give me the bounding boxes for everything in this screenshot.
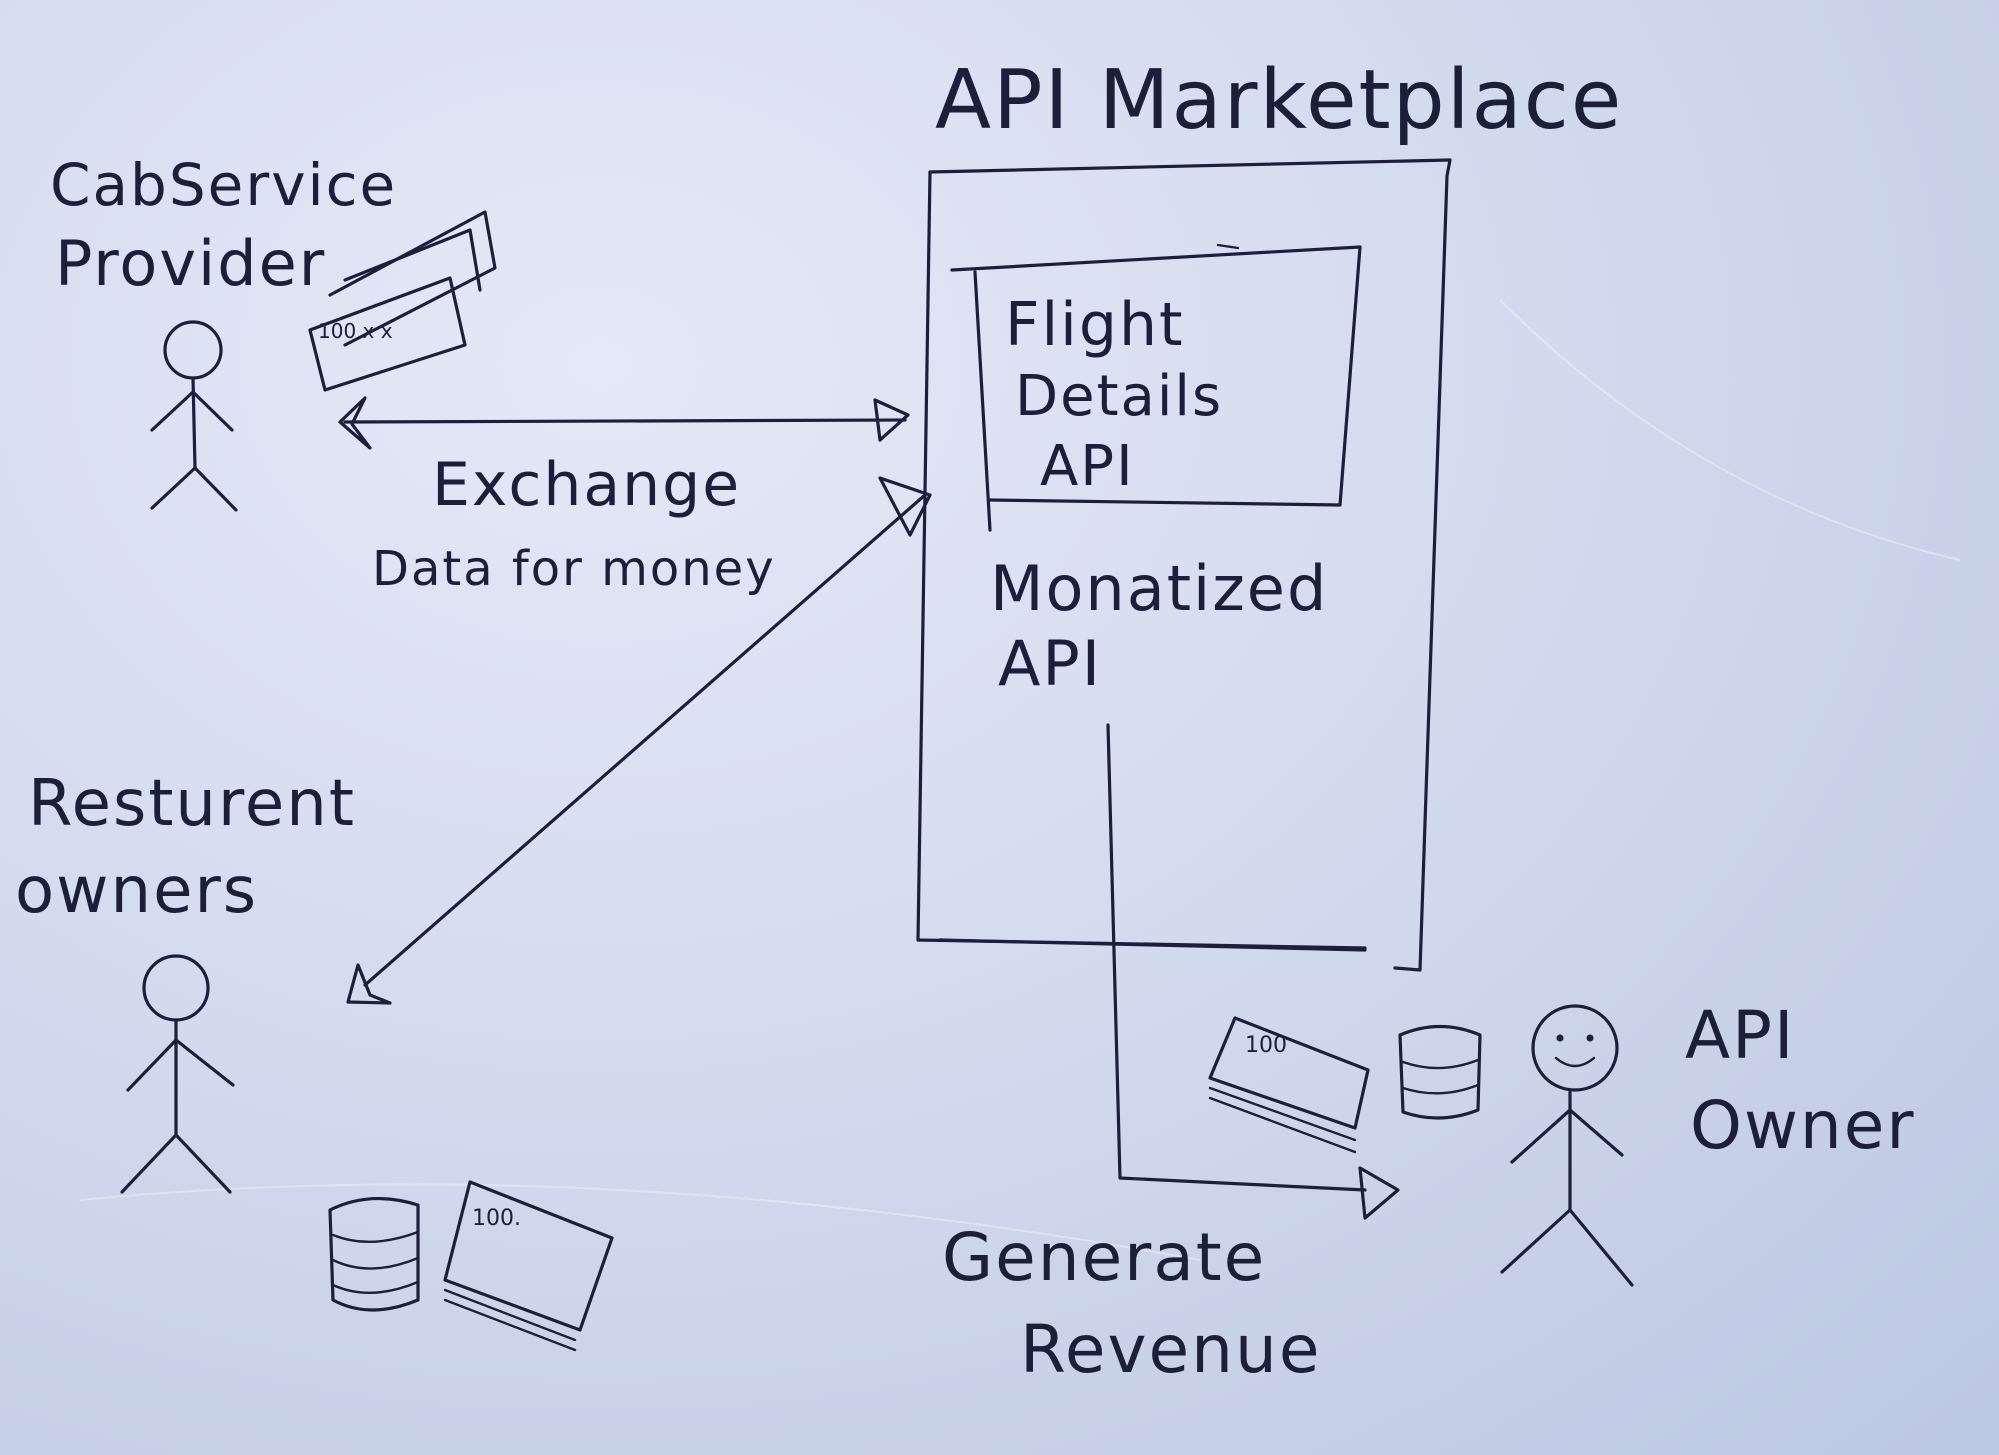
cab-money-icon: 100 x x	[308, 210, 497, 392]
flight-api-line3: API	[1040, 434, 1135, 499]
flight-api-box-left	[973, 270, 992, 532]
restaurant-owners-line1: Resturent	[28, 767, 356, 841]
paper-crease	[79, 1183, 1201, 1261]
restaurant-owner-figure	[120, 954, 235, 1194]
flight-api-box-mark	[1216, 243, 1240, 250]
restaurant-money-icon: 100.	[328, 1180, 614, 1352]
flight-api-line1: Flight	[1005, 290, 1185, 360]
cab-provider-figure	[150, 320, 238, 512]
restaurant-owners-line2: owners	[15, 854, 258, 928]
paper-crease	[1499, 299, 1961, 561]
exchange-line1: Exchange	[432, 450, 741, 520]
marketplace-box-bottom	[938, 938, 1367, 952]
flight-api-line2: Details	[1015, 364, 1223, 429]
restaurant-bill-text: 100.	[472, 1206, 521, 1231]
owner-money-icon: 100	[1208, 1016, 1482, 1154]
marketplace-box-right	[928, 158, 1452, 972]
monetized-api-line1: Monatized	[990, 552, 1328, 625]
api-owner-figure	[1500, 1004, 1634, 1287]
cab-bill-text: 100 x x	[318, 319, 393, 343]
revenue-line2: Revenue	[1020, 1311, 1321, 1388]
cab-provider-line1: CabService	[50, 151, 397, 219]
flight-api-box	[950, 245, 1362, 507]
restaurant-exchange-arrow	[346, 476, 932, 1005]
api-owner-line2: Owner	[1690, 1087, 1916, 1164]
revenue-line1: Generate	[942, 1219, 1266, 1296]
cab-provider-line2: Provider	[55, 227, 326, 300]
exchange-line2: Data for money	[372, 541, 776, 597]
marketplace-title: API Marketplace	[935, 53, 1623, 148]
revenue-arrow	[1106, 723, 1400, 1220]
owner-bill-text: 100	[1245, 1033, 1287, 1058]
api-owner-line1: API	[1685, 997, 1795, 1074]
cab-exchange-arrow	[338, 396, 910, 450]
monetized-api-line2: API	[998, 627, 1102, 700]
